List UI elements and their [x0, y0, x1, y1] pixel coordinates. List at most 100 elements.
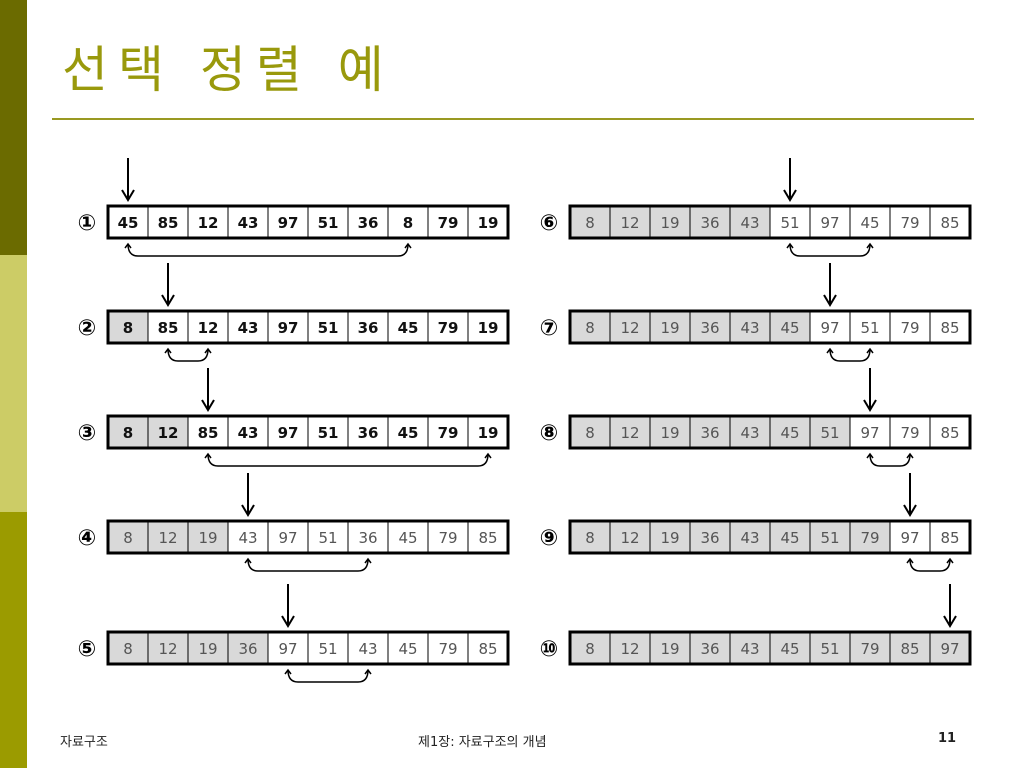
cell-value: 36: [358, 319, 379, 337]
cell-value: 19: [660, 529, 679, 547]
cell-value: 8: [585, 214, 595, 232]
cell-value: 97: [900, 529, 919, 547]
cell-value: 43: [238, 319, 259, 337]
cell-value: 51: [318, 214, 339, 232]
array-cell: [609, 205, 651, 239]
cell-value: 19: [478, 319, 499, 337]
swap-bracket: [207, 453, 489, 467]
cell-value: 12: [620, 214, 639, 232]
sidebar-accent: [0, 0, 27, 768]
array-cell: [729, 205, 771, 239]
cell-value: 45: [860, 214, 879, 232]
cell-value: 45: [118, 214, 139, 232]
cell-value: 43: [238, 214, 259, 232]
pointer-arrow-head: [201, 399, 215, 412]
cell-value: 36: [238, 640, 257, 658]
array-cell: [427, 415, 469, 449]
array-cell: [107, 310, 149, 344]
swap-bracket: [247, 558, 369, 572]
array-cell: [849, 520, 891, 554]
cell-value: 43: [740, 214, 759, 232]
step-label: ④: [78, 526, 97, 551]
cell-value: 85: [940, 214, 959, 232]
title-underline: [52, 118, 974, 120]
array-cell: [689, 205, 731, 239]
cell-value: 85: [158, 214, 179, 232]
cell-value: 51: [318, 640, 337, 658]
cell-value: 19: [660, 214, 679, 232]
cell-value: 36: [700, 424, 719, 442]
array-frame: [568, 519, 972, 555]
cell-value: 51: [780, 214, 799, 232]
swap-bracket: [909, 558, 951, 572]
swap-bracket: [287, 669, 369, 683]
swap-bracket: [829, 348, 871, 362]
step-label: ⑥: [540, 211, 559, 236]
cell-value: 79: [438, 214, 459, 232]
swap-bracket-tip: [484, 452, 492, 459]
cell-value: 12: [198, 214, 219, 232]
cell-value: 79: [900, 214, 919, 232]
cell-value: 97: [278, 214, 299, 232]
sidebar-segment-middle: [0, 255, 27, 512]
sidebar-segment-top: [0, 0, 27, 255]
array-cell: [467, 310, 509, 344]
cell-value: 45: [398, 640, 417, 658]
pointer-arrow-head: [783, 189, 797, 202]
cell-value: 51: [318, 319, 339, 337]
cell-value: 19: [198, 640, 217, 658]
pointer-arrow-head: [863, 399, 877, 412]
array-cell: [889, 415, 931, 449]
cell-value: 8: [123, 529, 133, 547]
cell-value: 97: [278, 529, 297, 547]
array-cell: [387, 310, 429, 344]
cell-value: 36: [358, 424, 379, 442]
array-cell: [427, 205, 469, 239]
array-cell: [107, 415, 149, 449]
swap-bracket-tip: [866, 242, 874, 249]
cell-value: 8: [123, 424, 133, 442]
swap-bracket-tip: [204, 347, 212, 354]
swap-bracket-tip: [906, 557, 914, 564]
cell-value: 8: [585, 640, 595, 658]
swap-bracket-tip: [364, 668, 372, 675]
array-cell: [929, 205, 971, 239]
step-label: ⑨: [540, 526, 559, 551]
array-cell: [387, 520, 429, 554]
pointer-arrow-head: [241, 504, 255, 517]
array-cell: [929, 520, 971, 554]
swap-bracket-tip: [404, 242, 412, 249]
cell-value: 79: [900, 319, 919, 337]
swap-bracket-tip: [364, 557, 372, 564]
array-cell: [889, 310, 931, 344]
array-frame: [106, 204, 510, 240]
cell-value: 45: [780, 640, 799, 658]
array-cell: [347, 631, 389, 665]
swap-bracket: [127, 243, 409, 257]
swap-bracket-tip: [124, 242, 132, 249]
swap-bracket-tip: [866, 452, 874, 459]
cell-value: 12: [198, 319, 219, 337]
array-cell: [227, 415, 269, 449]
cell-value: 43: [740, 319, 759, 337]
swap-bracket-tip: [786, 242, 794, 249]
cell-value: 45: [780, 529, 799, 547]
cell-value: 97: [278, 640, 297, 658]
sidebar-segment-bottom: [0, 512, 27, 768]
array-cell: [347, 310, 389, 344]
cell-value: 45: [398, 319, 419, 337]
array-cell: [267, 520, 309, 554]
array-cell: [609, 415, 651, 449]
cell-value: 8: [123, 319, 133, 337]
swap-bracket-tip: [826, 347, 834, 354]
cell-value: 43: [358, 640, 377, 658]
cell-value: 97: [820, 319, 839, 337]
cell-value: 97: [860, 424, 879, 442]
cell-value: 12: [158, 529, 177, 547]
array-cell: [187, 310, 229, 344]
pointer-arrow-head: [823, 294, 837, 307]
cell-value: 79: [438, 529, 457, 547]
array-frame: [568, 414, 972, 450]
cell-value: 51: [860, 319, 879, 337]
